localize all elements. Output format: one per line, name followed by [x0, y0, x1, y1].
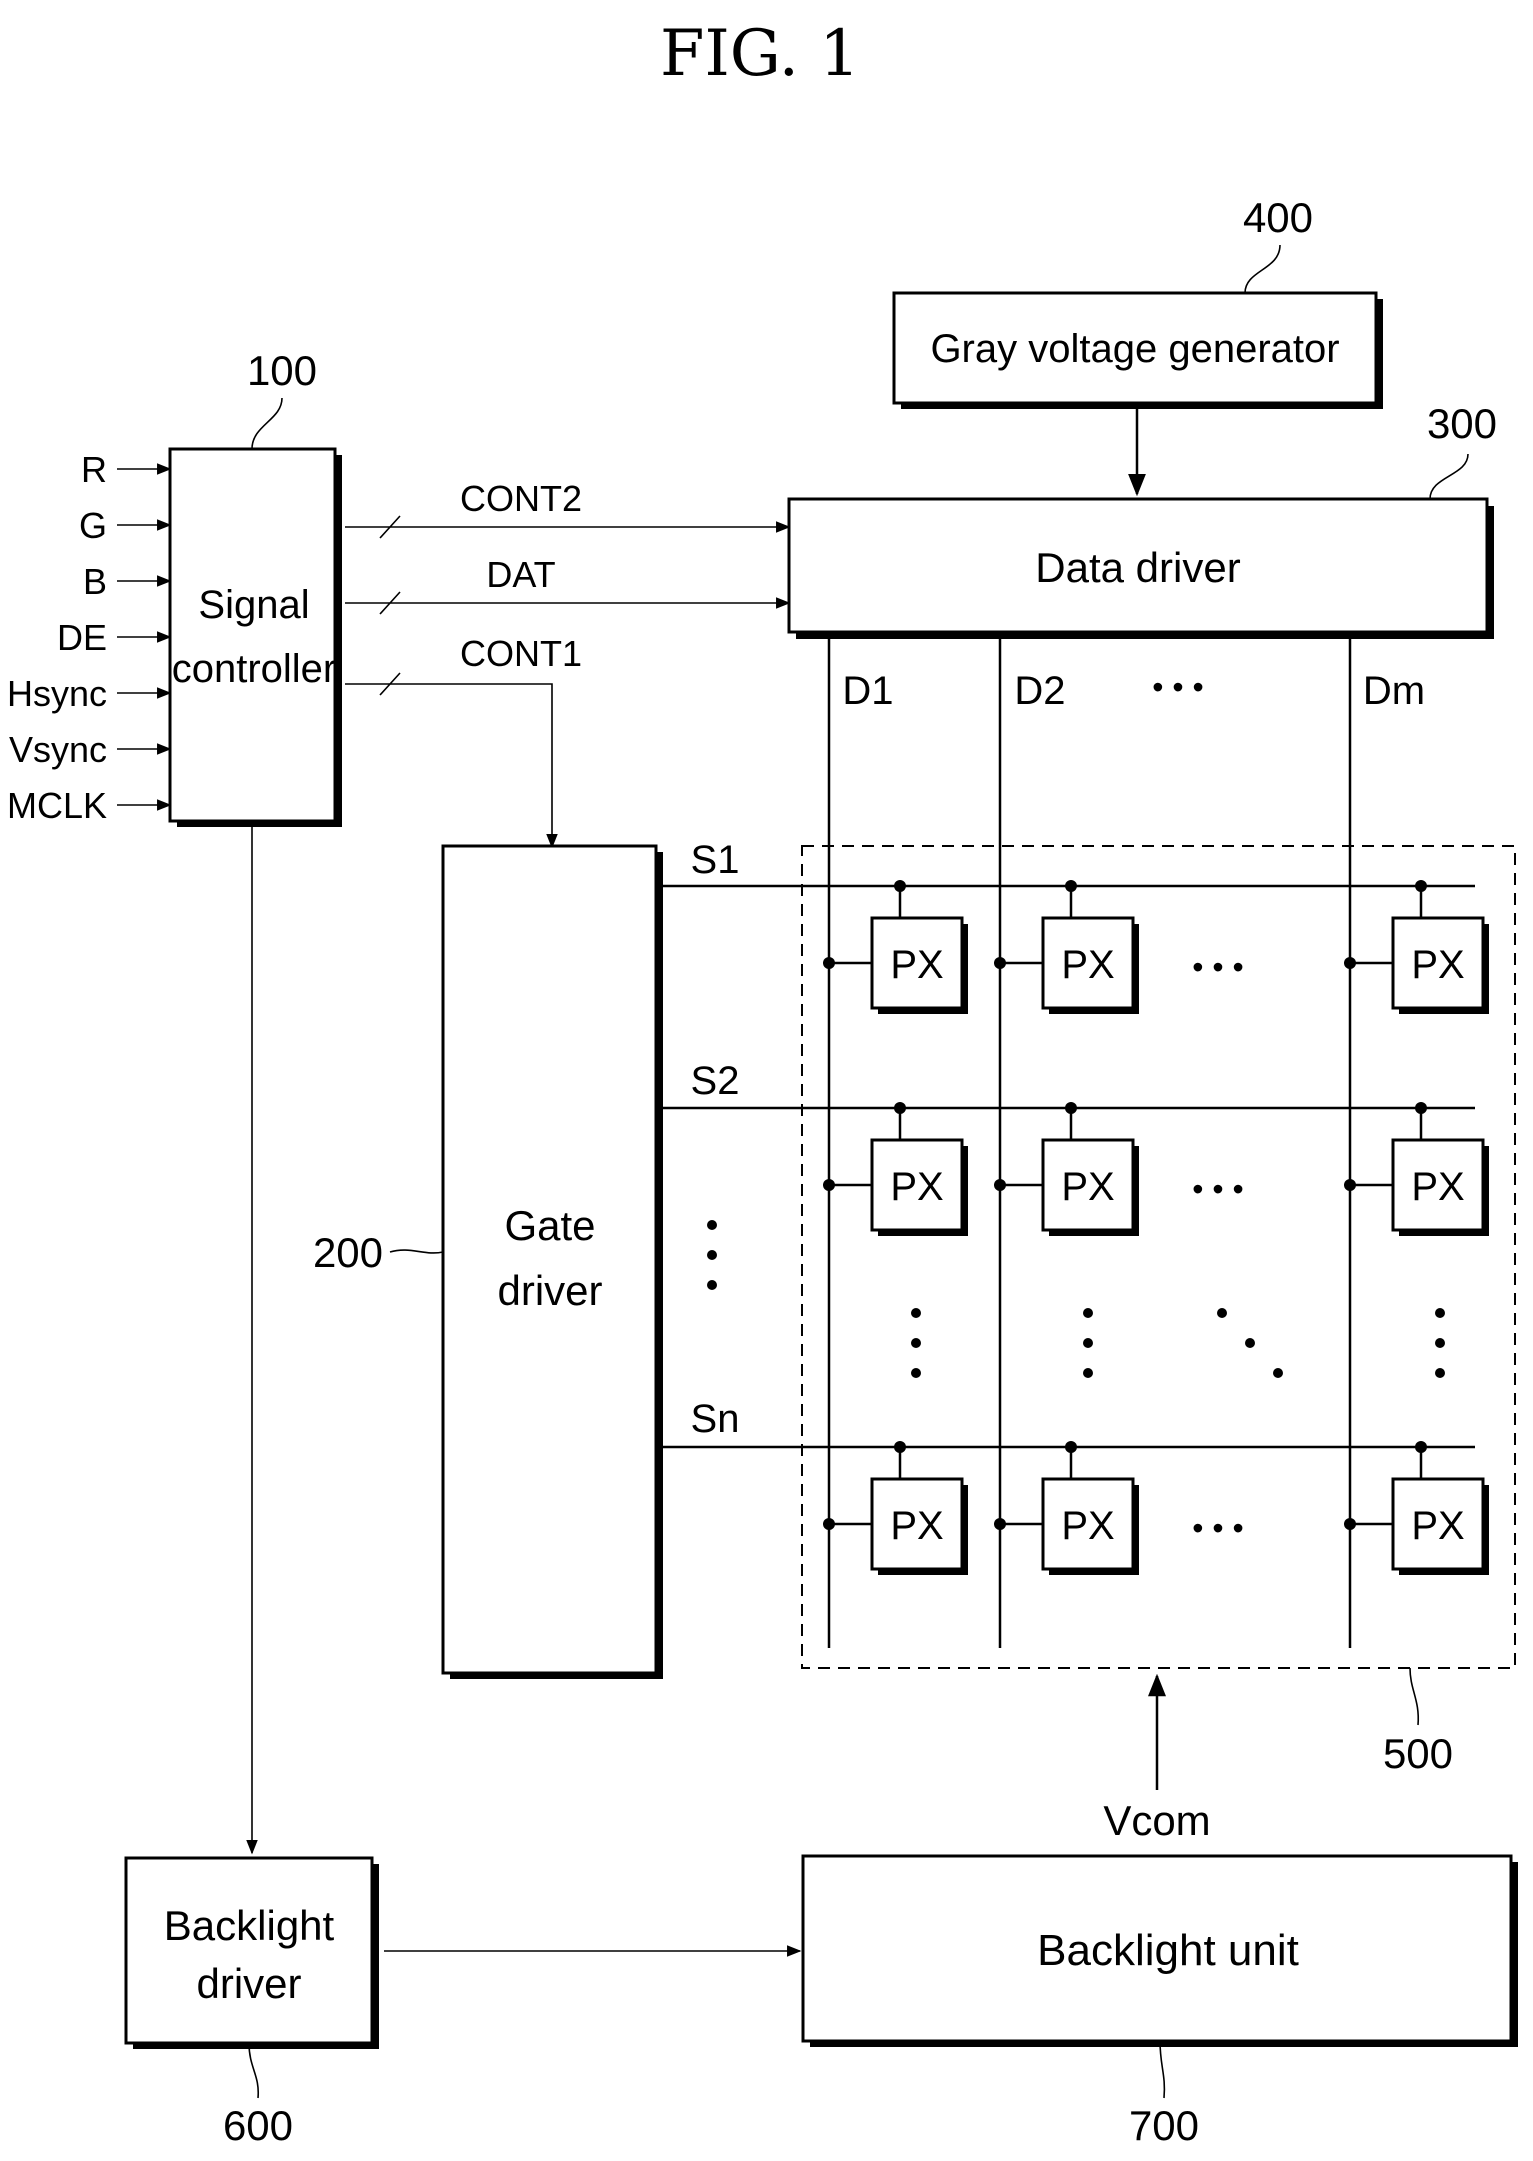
backlight-driver-block: Backlight driver — [126, 1858, 379, 2049]
ref-100: 100 — [247, 347, 317, 394]
junction-dot — [1344, 1179, 1356, 1191]
input-label-r: R — [81, 449, 107, 490]
ref-500: 500 — [1383, 1730, 1453, 1777]
column-ellipsis-dot — [1435, 1368, 1445, 1378]
junction-dot — [1065, 880, 1077, 892]
vcom-label: Vcom — [1103, 1797, 1210, 1844]
signal-controller-label-1: Signal — [198, 583, 309, 627]
junction-dot — [894, 1102, 906, 1114]
data-line-label-d2: D2 — [1014, 669, 1065, 713]
junction-dot — [894, 1441, 906, 1453]
pixel-label: PX — [1411, 1504, 1464, 1548]
column-ellipsis-dot — [911, 1368, 921, 1378]
row-ellipsis: • • • — [1192, 1510, 1243, 1546]
cont1-label: CONT1 — [460, 633, 582, 674]
junction-dot — [823, 1518, 835, 1530]
input-label-vsync: Vsync — [9, 729, 107, 770]
gate-driver-label-1: Gate — [504, 1202, 595, 1249]
junction-dot — [1415, 1441, 1427, 1453]
gate-ellipsis-dot — [707, 1220, 717, 1230]
ref-700: 700 — [1129, 2102, 1199, 2149]
pixel-label: PX — [1061, 943, 1114, 987]
input-label-mclk: MCLK — [7, 785, 107, 826]
junction-dot — [823, 1179, 835, 1191]
junction-dot — [994, 1179, 1006, 1191]
ref-400: 400 — [1243, 194, 1313, 241]
gate-driver-label-2: driver — [497, 1267, 602, 1314]
backlight-unit-label: Backlight unit — [1037, 1926, 1299, 1975]
pixel-label: PX — [1411, 943, 1464, 987]
pixel-label: PX — [1061, 1165, 1114, 1209]
leader-700 — [1160, 2041, 1164, 2098]
gray-voltage-generator-block: Gray voltage generator — [894, 293, 1383, 409]
column-ellipsis-dot — [1435, 1338, 1445, 1348]
backlight-driver-label-1: Backlight — [164, 1902, 335, 1949]
figure-title: FIG. 1 — [660, 17, 860, 91]
ref-200: 200 — [313, 1229, 383, 1276]
data-line-ellipsis: • • • — [1152, 669, 1203, 705]
pixel-label: PX — [1061, 1504, 1114, 1548]
input-label-b: B — [83, 561, 107, 602]
scan-line-label-s1: S1 — [691, 838, 740, 882]
diagonal-ellipsis-dot — [1245, 1338, 1255, 1348]
column-ellipsis-dot — [911, 1308, 921, 1318]
gate-ellipsis-dot — [707, 1280, 717, 1290]
junction-dot — [994, 957, 1006, 969]
gray-voltage-generator-label: Gray voltage generator — [930, 327, 1339, 371]
input-label-hsync: Hsync — [7, 673, 107, 714]
gate-driver-block: Gate driver — [443, 846, 663, 1679]
backlight-unit-block: Backlight unit — [803, 1856, 1518, 2047]
data-driver-label: Data driver — [1035, 544, 1240, 591]
row-ellipsis: • • • — [1192, 949, 1243, 985]
row-ellipsis: • • • — [1192, 1171, 1243, 1207]
pixel-grid: PX PX PX • • • PX PX PX • • • PX PX PX • • • — [823, 880, 1489, 1575]
signal-controller-label-2: controller — [172, 647, 337, 691]
input-label-de: DE — [57, 617, 107, 658]
pixel-label: PX — [890, 1504, 943, 1548]
input-signals: R G B DE Hsync Vsync MCLK — [7, 449, 170, 826]
signal-controller-block: Signal controller — [170, 449, 342, 827]
ref-600: 600 — [223, 2102, 293, 2149]
data-driver-block: Data driver — [789, 499, 1494, 639]
row-ellipses — [707, 1220, 1445, 1378]
pixel-label: PX — [1411, 1165, 1464, 1209]
junction-dot — [894, 880, 906, 892]
leader-500 — [1410, 1668, 1418, 1725]
leader-300 — [1430, 454, 1468, 499]
diagonal-ellipsis-dot — [1217, 1308, 1227, 1318]
controller-outputs: CONT2 DAT CONT1 — [345, 478, 789, 847]
backlight-driver-label-2: driver — [196, 1960, 301, 2007]
junction-dot — [823, 957, 835, 969]
leader-600 — [249, 2043, 258, 2098]
column-ellipsis-dot — [911, 1338, 921, 1348]
leader-400 — [1245, 245, 1280, 293]
leader-100 — [252, 398, 282, 449]
junction-dot — [1415, 1102, 1427, 1114]
column-ellipsis-dot — [1083, 1308, 1093, 1318]
leader-200 — [390, 1250, 443, 1253]
junction-dot — [1415, 880, 1427, 892]
column-ellipsis-dot — [1083, 1338, 1093, 1348]
data-line-label-dm: Dm — [1363, 669, 1425, 713]
cont2-label: CONT2 — [460, 478, 582, 519]
pixel-label: PX — [890, 1165, 943, 1209]
junction-dot — [1344, 1518, 1356, 1530]
cont1-arrow — [345, 684, 552, 847]
junction-dot — [1065, 1102, 1077, 1114]
data-line-label-d1: D1 — [842, 669, 893, 713]
gate-ellipsis-dot — [707, 1250, 717, 1260]
pixel-label: PX — [890, 943, 943, 987]
column-ellipsis-dot — [1435, 1308, 1445, 1318]
scan-line-label-sn: Sn — [691, 1397, 740, 1441]
junction-dot — [1344, 957, 1356, 969]
dat-label: DAT — [486, 554, 555, 595]
column-ellipsis-dot — [1083, 1368, 1093, 1378]
junction-dot — [1065, 1441, 1077, 1453]
ref-300: 300 — [1427, 400, 1497, 447]
junction-dot — [994, 1518, 1006, 1530]
diagonal-ellipsis-dot — [1273, 1368, 1283, 1378]
scan-line-label-s2: S2 — [691, 1059, 740, 1103]
input-label-g: G — [79, 505, 107, 546]
